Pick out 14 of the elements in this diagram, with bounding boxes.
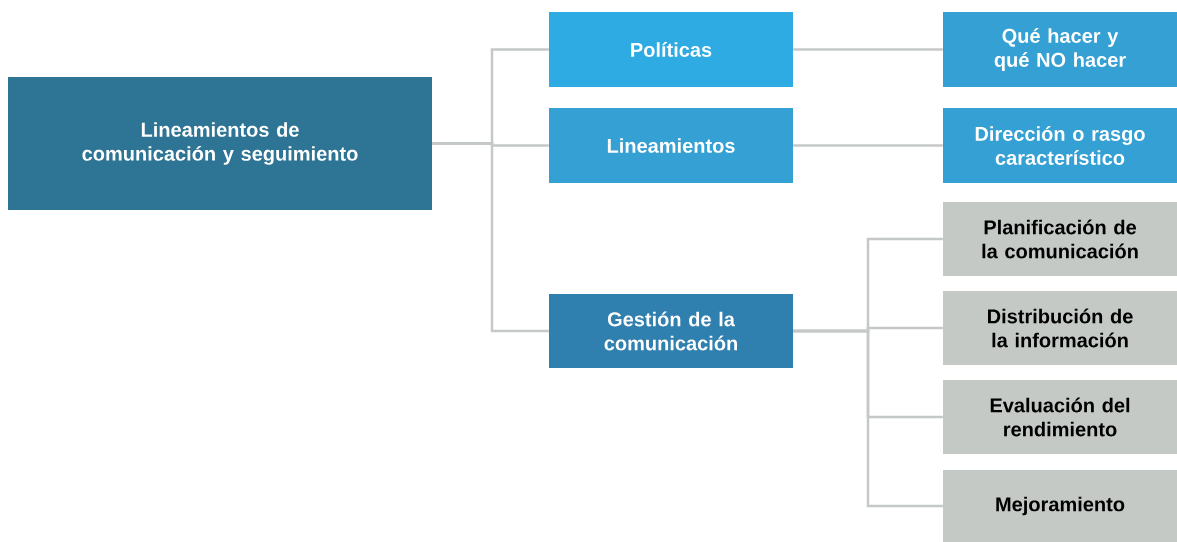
root-box: Lineamientos de comunicación y seguimiento <box>8 77 432 210</box>
branch-box: Gestión de la comunicación <box>549 294 793 368</box>
leaf-box: Planificación de la comunicación <box>943 202 1177 276</box>
leaf-box: Evaluación del rendimiento <box>943 380 1177 454</box>
connector-line <box>793 329 943 508</box>
leaf-box: Mejoramiento <box>943 470 1177 542</box>
leaf-box: Qué hacer y qué NO hacer <box>943 12 1177 87</box>
connector-line <box>432 142 549 333</box>
branch-box: Políticas <box>549 12 793 87</box>
connector-line <box>793 144 943 147</box>
branch-box: Lineamientos <box>549 108 793 183</box>
connector-line <box>793 48 943 51</box>
leaf-box: Distribución de la información <box>943 291 1177 365</box>
leaf-box: Dirección o rasgo característico <box>943 108 1177 183</box>
